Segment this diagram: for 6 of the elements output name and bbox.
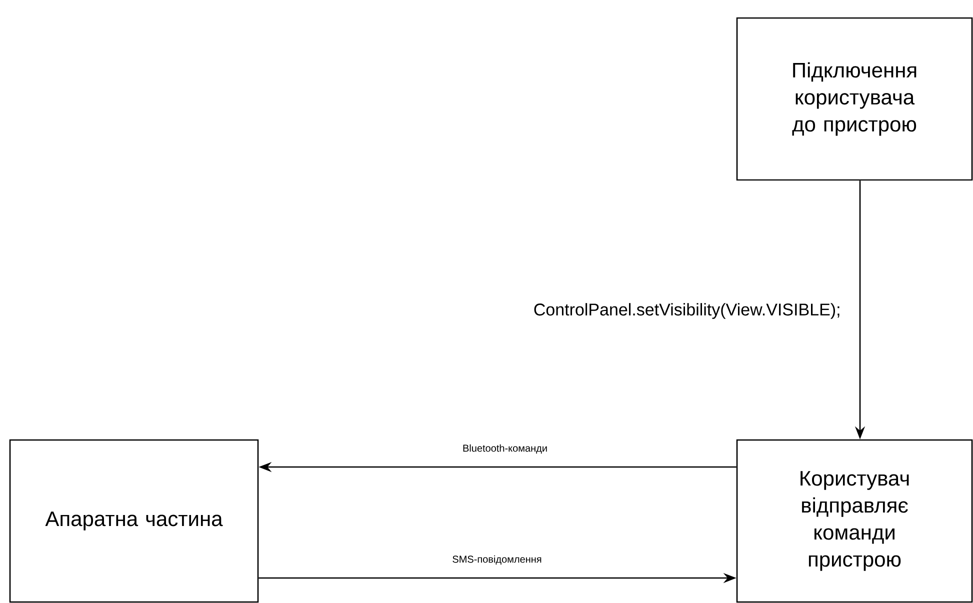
edge-label: SMS-повідомлення	[451, 554, 543, 566]
process-box: Підключення користувача до пристрою	[736, 17, 973, 181]
process-box: Користувач відправляє команди пристрою	[736, 439, 973, 603]
edge-label: ControlPanel.setVisibility(View.VISIBLE);	[532, 302, 842, 320]
process-box: Апаратна частина	[9, 439, 259, 603]
edge-label: Bluetooth-команди	[462, 443, 549, 455]
